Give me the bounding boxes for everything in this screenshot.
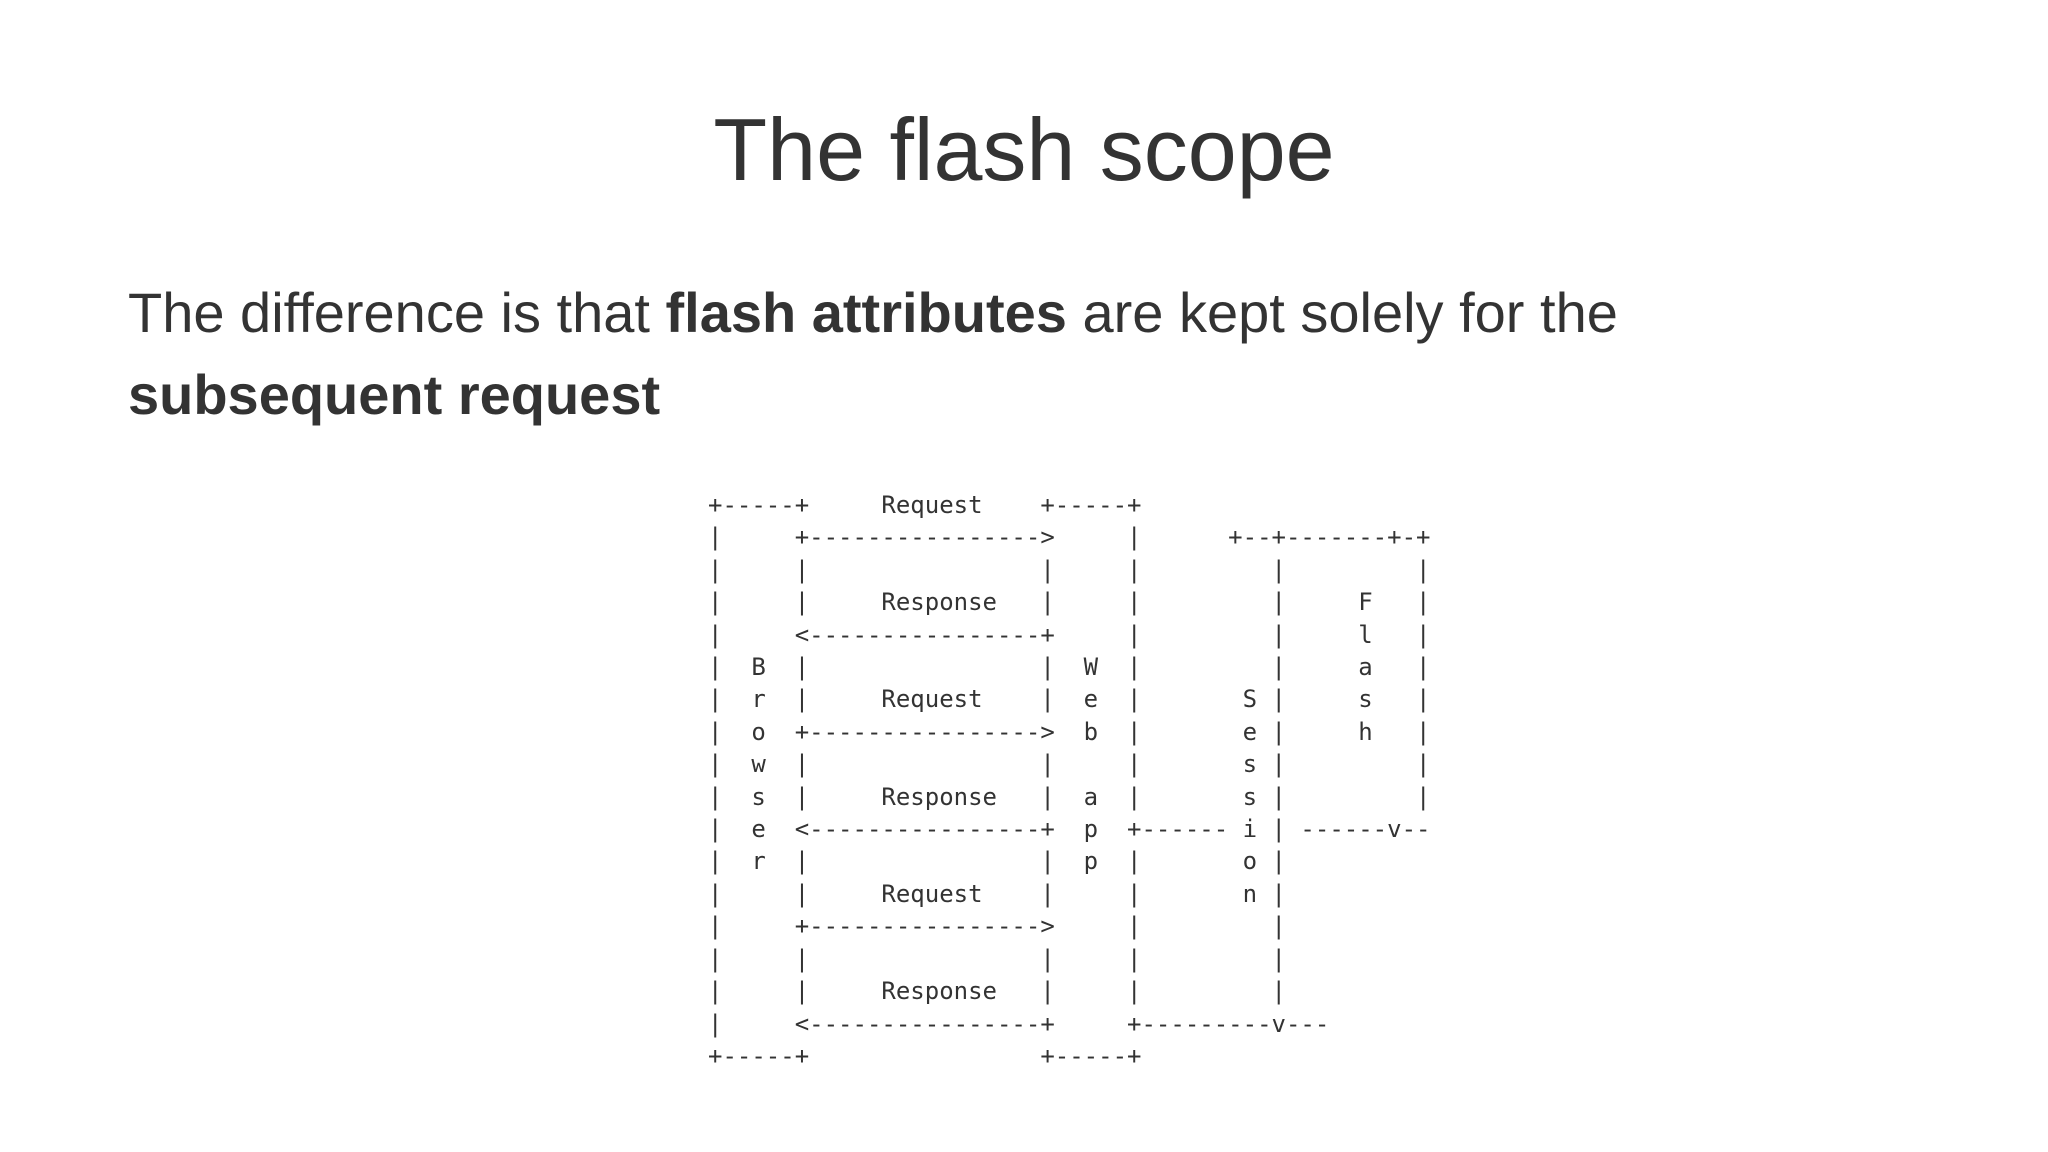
diagram-line: | e <----------------+ p +------ i | ---… (708, 815, 1431, 844)
ascii-flow-diagram: +-----+ Request +-----+ | +-------------… (708, 489, 1430, 1072)
slide-body-text: The difference is that flash attributes … (128, 272, 1928, 436)
diagram-line: | w | | | s | | (708, 750, 1431, 779)
diagram-line: | r | | p | o | (708, 847, 1286, 876)
diagram-line: | +----------------> | +--+-------+-+ (708, 523, 1431, 552)
body-text-part-1: The difference is that (128, 281, 666, 344)
diagram-line: | o +----------------> b | e | h | (708, 717, 1431, 746)
diagram-line: | <----------------+ +---------v--- (708, 1009, 1330, 1038)
diagram-line: | B | | W | | a | (708, 653, 1431, 682)
diagram-line: | | Response | | | (708, 977, 1286, 1006)
diagram-line: +-----+ Request +-----+ (708, 491, 1142, 519)
body-text-bold-flash-attributes: flash attributes (665, 281, 1067, 344)
diagram-line: | | Response | | | F | (708, 588, 1431, 617)
diagram-line: | +----------------> | | (708, 912, 1286, 941)
slide-title: The flash scope (713, 100, 1335, 199)
diagram-line: | <----------------+ | | l | (708, 620, 1431, 649)
body-text-part-2: are kept solely for the (1066, 281, 1618, 344)
diagram-line: | r | Request | e | S | s | (708, 685, 1431, 714)
diagram-line: +-----+ +-----+ (708, 1041, 1142, 1070)
diagram-line: | | Request | | n | (708, 879, 1286, 908)
diagram-line: | | | | | (708, 944, 1286, 973)
diagram-line: | | | | | | (708, 555, 1431, 584)
diagram-line: | s | Response | a | s | | (708, 782, 1431, 811)
body-text-bold-subsequent-request: subsequent request (128, 363, 661, 426)
